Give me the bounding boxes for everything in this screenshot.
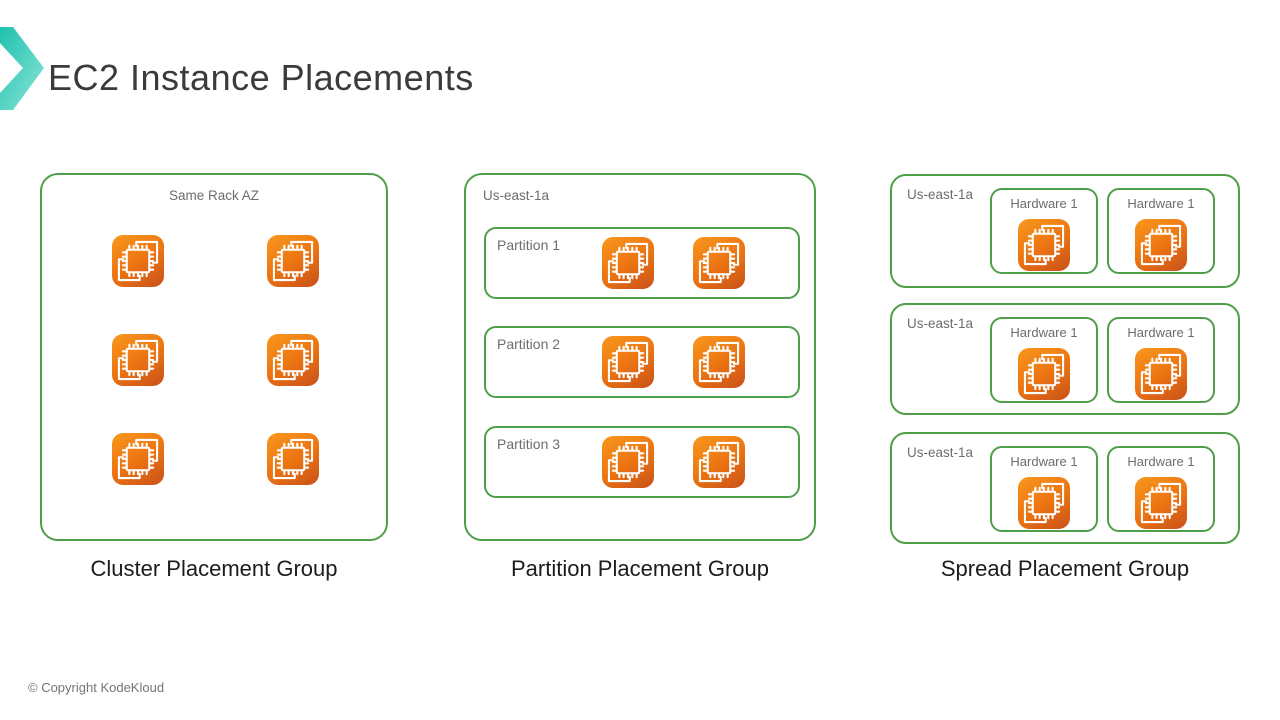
ec2-instance-icon: [1135, 348, 1187, 400]
spread-az-box: Us-east-1a Hardware 1 Hardware 1: [890, 174, 1240, 288]
ec2-instance-icon: [267, 334, 319, 386]
hardware-label: Hardware 1: [1127, 325, 1195, 340]
ec2-instance-icon: [602, 237, 654, 289]
hardware-box: Hardware 1: [1107, 446, 1215, 532]
cluster-instance-row: [112, 433, 319, 485]
ec2-instance-icon: [1135, 477, 1187, 529]
ec2-instance-icon: [1135, 219, 1187, 271]
hardware-label: Hardware 1: [1010, 325, 1078, 340]
hardware-label: Hardware 1: [1010, 454, 1078, 469]
partition-label: Partition 1: [497, 237, 561, 253]
hardware-box: Hardware 1: [1107, 317, 1215, 403]
spread-az-box: Us-east-1a Hardware 1 Hardware 1: [890, 432, 1240, 544]
ec2-instance-icon: [1018, 477, 1070, 529]
ec2-instance-icon: [112, 235, 164, 287]
hardware-box: Hardware 1: [990, 317, 1098, 403]
ec2-instance-icon: [112, 433, 164, 485]
ec2-instance-icon: [693, 336, 745, 388]
partition-instances: [602, 237, 745, 289]
hardware-label: Hardware 1: [1127, 454, 1195, 469]
spread-az-box: Us-east-1a Hardware 1 Hardware 1: [890, 303, 1240, 415]
ec2-instance-icon: [267, 235, 319, 287]
cluster-placement-group-box: Same Rack AZ: [40, 173, 388, 541]
partition-caption: Partition Placement Group: [510, 556, 770, 581]
ec2-instance-icon: [112, 334, 164, 386]
kodekloud-logo-chevron: [0, 27, 44, 110]
ec2-instance-icon: [267, 433, 319, 485]
hardware-box: Hardware 1: [990, 188, 1098, 274]
partition-label: Partition 2: [497, 336, 561, 352]
ec2-instance-icon: [602, 436, 654, 488]
hardware-label: Hardware 1: [1010, 196, 1078, 211]
copyright-text: © Copyright KodeKloud: [28, 680, 165, 695]
hardware-box: Hardware 1: [990, 446, 1098, 532]
ec2-instance-icon: [602, 336, 654, 388]
spread-region-label: Us-east-1a: [907, 316, 974, 331]
cluster-instance-row: [112, 334, 319, 386]
partition-2-box: Partition 2: [484, 326, 800, 398]
page-title: EC2 Instance Placements: [48, 57, 474, 98]
cluster-instance-grid: [112, 235, 319, 485]
ec2-instance-icon: [1018, 219, 1070, 271]
partition-label: Partition 3: [497, 436, 561, 452]
partition-instances: [602, 436, 745, 488]
partition-placement-group-box: Us-east-1a Partition 1 Partition 2 Parti…: [464, 173, 816, 541]
spread-region-label: Us-east-1a: [907, 187, 974, 202]
spread-region-label: Us-east-1a: [907, 445, 974, 460]
cluster-instance-row: [112, 235, 319, 287]
ec2-instance-icon: [693, 237, 745, 289]
cluster-caption: Cluster Placement Group: [90, 556, 338, 581]
partition-instances: [602, 336, 745, 388]
partition-3-box: Partition 3: [484, 426, 800, 498]
hardware-label: Hardware 1: [1127, 196, 1195, 211]
ec2-instance-icon: [1018, 348, 1070, 400]
partition-1-box: Partition 1: [484, 227, 800, 299]
spread-caption: Spread Placement Group: [940, 556, 1190, 581]
ec2-instance-icon: [693, 436, 745, 488]
hardware-box: Hardware 1: [1107, 188, 1215, 274]
cluster-zone-label: Same Rack AZ: [168, 188, 260, 203]
partition-region-label: Us-east-1a: [483, 188, 550, 203]
